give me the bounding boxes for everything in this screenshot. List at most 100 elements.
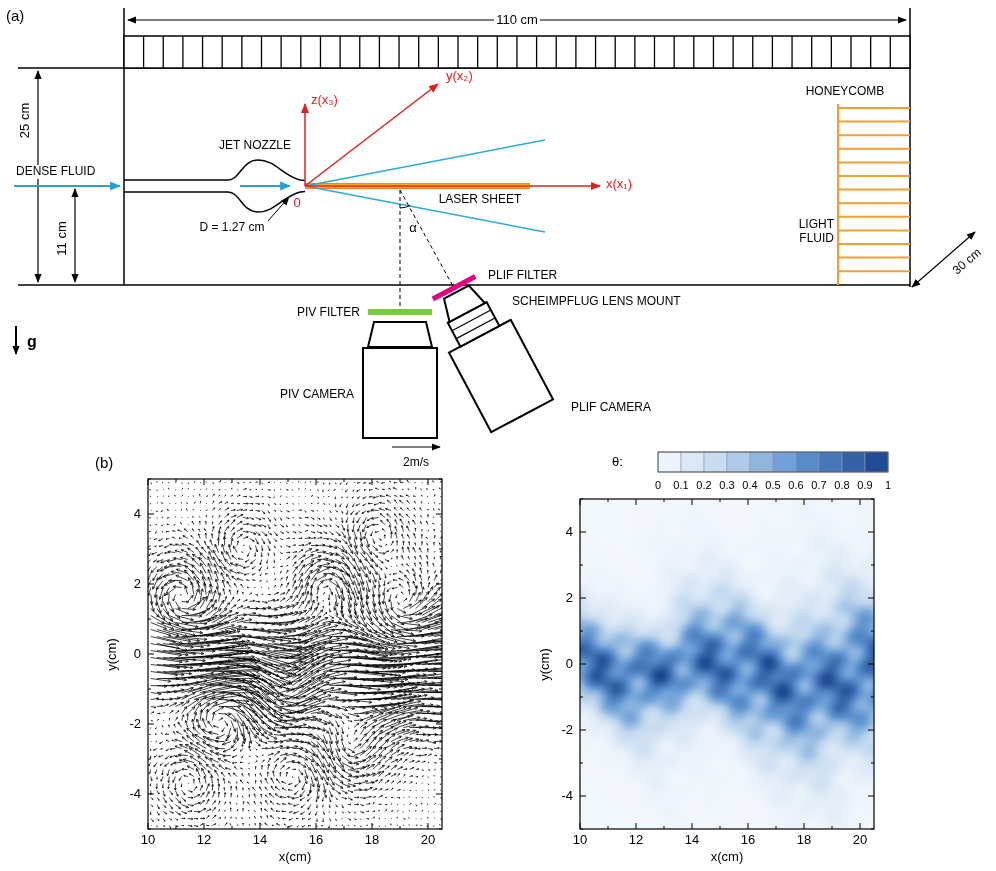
camera-lens bbox=[368, 322, 432, 347]
honeycomb-cell bbox=[516, 36, 517, 68]
axis-tick bbox=[804, 499, 805, 505]
axis-tick bbox=[204, 479, 205, 485]
camera-label: PLIF CAMERA bbox=[571, 401, 651, 415]
axis-tick bbox=[871, 565, 874, 566]
plif-filter bbox=[433, 276, 475, 299]
axis-tick bbox=[776, 826, 777, 829]
axis-tick bbox=[439, 759, 442, 760]
origin-label: 0 bbox=[293, 196, 300, 211]
honeycomb-cell bbox=[438, 36, 439, 68]
axis-tick bbox=[316, 823, 317, 829]
axis-tick bbox=[580, 730, 586, 731]
axis-tick bbox=[868, 598, 874, 599]
colorbar-label: 0.1 bbox=[673, 479, 688, 492]
axis-tick bbox=[439, 549, 442, 550]
leader-line bbox=[268, 197, 289, 221]
axis-tick bbox=[664, 499, 665, 502]
axis-title: y(cm) bbox=[105, 638, 120, 671]
axis-tick bbox=[748, 499, 749, 505]
panel-label: (b) bbox=[95, 454, 113, 471]
axis-tick bbox=[148, 689, 151, 690]
part-label: LIGHT FLUID bbox=[788, 218, 834, 246]
tick-label: -2 bbox=[129, 717, 141, 732]
laser-fan bbox=[305, 140, 545, 186]
axis-tick bbox=[260, 479, 261, 485]
honeycomb-cell bbox=[143, 36, 144, 68]
plot-frame bbox=[580, 499, 874, 829]
camera-sight-lines bbox=[400, 205, 410, 208]
part-label: SCHEIMPFLUG LENS MOUNT bbox=[512, 295, 681, 309]
tick-label: 10 bbox=[141, 833, 155, 848]
tick-label: 0 bbox=[566, 657, 573, 672]
honeycomb-plate bbox=[838, 134, 910, 136]
part-label: HONEYCOMB bbox=[806, 85, 885, 99]
axis-label: x(x₁) bbox=[606, 177, 632, 192]
colorbar-cell bbox=[842, 452, 865, 472]
laser-fan bbox=[305, 186, 545, 232]
dimension: D = 1.27 cm bbox=[199, 221, 264, 235]
axis-tick bbox=[176, 826, 177, 829]
axis-tick bbox=[720, 499, 721, 502]
colorbar-cell bbox=[704, 452, 727, 472]
tick-label: 2 bbox=[566, 591, 573, 606]
axis-tick bbox=[860, 499, 861, 505]
coordinate-axes bbox=[305, 84, 600, 186]
colorbar-label: 1 bbox=[885, 479, 891, 492]
honeycomb-cell bbox=[674, 36, 675, 68]
tick-label: 16 bbox=[309, 833, 323, 848]
colorbar-cell bbox=[658, 452, 681, 472]
axis-tick bbox=[871, 499, 874, 500]
colorbar-label: 0.5 bbox=[765, 479, 780, 492]
colorbar-cell bbox=[681, 452, 704, 472]
honeycomb-cell bbox=[477, 36, 478, 68]
axis-tick bbox=[176, 479, 177, 482]
jet-nozzle bbox=[124, 191, 228, 193]
axis-tick bbox=[580, 763, 583, 764]
axis-tick bbox=[400, 826, 401, 829]
dimension: 110 cm bbox=[494, 13, 540, 28]
axis-tick bbox=[148, 654, 154, 655]
tick-label: 16 bbox=[741, 833, 755, 848]
gravity-arrow bbox=[15, 326, 17, 354]
dimension-lines bbox=[18, 8, 975, 287]
colorbar-label: 0.4 bbox=[742, 479, 757, 492]
colorbar-cell bbox=[819, 452, 842, 472]
axis-tick bbox=[344, 479, 345, 482]
dimension: 30 cm bbox=[950, 246, 984, 278]
honeycomb-band bbox=[124, 36, 910, 68]
axis-title: x(cm) bbox=[711, 850, 744, 865]
honeycomb-cell bbox=[634, 36, 635, 68]
honeycomb-cell bbox=[418, 36, 419, 68]
axis-tick bbox=[868, 532, 874, 533]
colorbar-label: 0.6 bbox=[788, 479, 803, 492]
tick-label: 12 bbox=[197, 833, 211, 848]
axis-tick bbox=[580, 631, 583, 632]
lens-mount bbox=[456, 318, 495, 339]
honeycomb-plate bbox=[838, 243, 910, 245]
axis-tick bbox=[372, 479, 373, 485]
axis-tick bbox=[871, 697, 874, 698]
axis-tick bbox=[871, 631, 874, 632]
colorbar-cell bbox=[750, 452, 773, 472]
honeycomb-cell bbox=[870, 36, 871, 68]
camera-lens bbox=[439, 283, 485, 322]
axis-tick bbox=[580, 697, 583, 698]
coordinate-axes bbox=[304, 104, 306, 186]
scale-label: 2m/s bbox=[403, 456, 429, 470]
honeycomb-cell bbox=[497, 36, 498, 68]
camera: PIV CAMERA bbox=[362, 347, 438, 439]
honeycomb-cell bbox=[339, 36, 340, 68]
honeycomb-plate bbox=[838, 161, 910, 163]
velocity-vectors bbox=[148, 481, 442, 829]
honeycomb-cell bbox=[772, 36, 773, 68]
coordinate-axes bbox=[305, 84, 438, 186]
honeycomb-cell bbox=[654, 36, 655, 68]
honeycomb-cell bbox=[300, 36, 301, 68]
tick-label: 4 bbox=[566, 525, 573, 540]
honeycomb-cell bbox=[320, 36, 321, 68]
colorbar-cell bbox=[727, 452, 750, 472]
honeycomb-cell bbox=[202, 36, 203, 68]
tick-label: 2 bbox=[134, 577, 141, 592]
axis-label: y(x₂) bbox=[446, 69, 473, 84]
scale-vector bbox=[392, 446, 440, 447]
